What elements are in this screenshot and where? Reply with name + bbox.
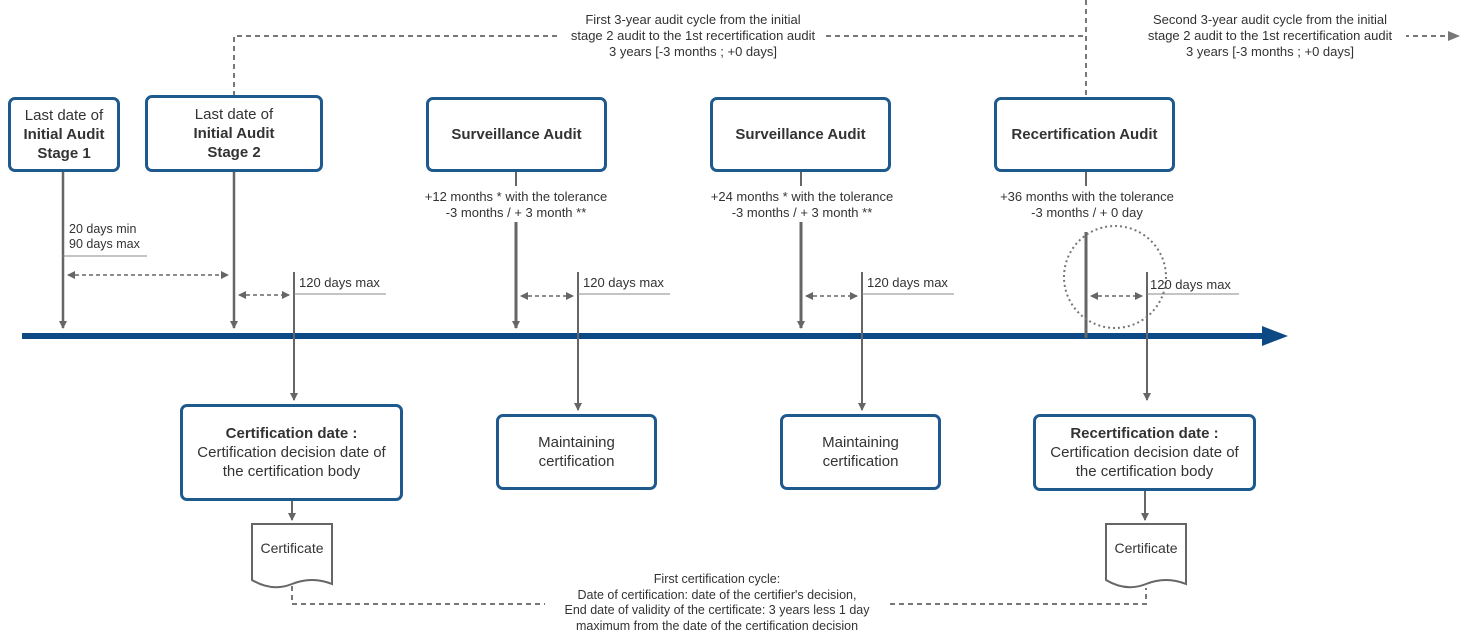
maint1-line2: certification [538,453,615,470]
tolerance2-label: +24 months * with the tolerance -3 month… [697,189,907,221]
certificate1-shape [251,523,333,589]
certificate1-label: Certificate [260,540,324,556]
surv1-title: Surveillance Audit [451,126,582,143]
cert-date-line1: Certification decision date of [197,444,386,461]
tolerance3-line2: -3 months / + 0 day [1031,205,1143,220]
recert-highlight-circle [1063,225,1167,329]
surv2-title: Surveillance Audit [735,126,866,143]
cycle2-line2: stage 2 audit to the 1st recertification… [1147,28,1393,43]
stage2-line3: Stage 2 [207,144,261,161]
tolerance2-line1: +24 months * with the tolerance [710,189,894,204]
tolerance2-line2: -3 months / + 3 month ** [731,205,873,220]
cert-date-line2: the certification body [222,463,361,480]
maint2-box: Maintaining certification [780,414,941,490]
max120-c-label: 120 days max [867,275,948,290]
cycle1-arrow [233,35,1086,96]
tolerance3-label: +36 months with the tolerance -3 months … [982,189,1192,221]
cycle2-line3: 3 years [-3 months ; +0 days] [1186,44,1354,59]
stage2-line2: Initial Audit [193,125,275,142]
first-cycle-connector-right [890,588,1147,605]
first-cycle-connector [291,586,545,605]
surv1-box: Surveillance Audit [426,97,607,172]
days-max-text: 90 days max [69,237,140,251]
maint1-box: Maintaining certification [496,414,657,490]
stage1-line3: Stage 1 [37,145,91,162]
recert-title: Recertification Audit [1011,126,1158,143]
cycle2-arrowhead [1448,31,1460,41]
surv2-box: Surveillance Audit [710,97,891,172]
tolerance1-line1: +12 months * with the tolerance [424,189,608,204]
cycle1-line1: First 3-year audit cycle from the initia… [585,12,801,27]
cycle1-label: First 3-year audit cycle from the initia… [560,12,826,60]
stage1-line2: Initial Audit [23,126,105,143]
tolerance1-label: +12 months * with the tolerance -3 month… [411,189,621,221]
certificate2-shape [1105,523,1187,589]
cert-date-box: Certification date : Certification decis… [180,404,403,501]
first-cycle-line2: Date of certification: date of the certi… [577,587,857,602]
maint2-line1: Maintaining [822,434,899,451]
maint2-line2: certification [822,453,899,470]
max120-b-label: 120 days max [583,275,664,290]
cycle2-label: Second 3-year audit cycle from the initi… [1134,12,1406,60]
cycle2-line1: Second 3-year audit cycle from the initi… [1152,12,1388,27]
first-cycle-line4: maximum from the date of the certificati… [575,618,859,633]
timeline-axis [22,326,1288,346]
first-cycle-line1: First certification cycle: [653,572,781,586]
stage1-line1: Last date of [24,107,104,124]
first-cycle-note: First certification cycle: Date of certi… [540,572,894,634]
recert-date-title: Recertification date : [1070,425,1219,442]
max120-a-label: 120 days max [299,275,380,290]
cycle1-line2: stage 2 audit to the 1st recertification… [570,28,816,43]
stage1-box: Last date of Initial Audit Stage 1 [8,97,120,172]
days-min-text: 20 days min [69,222,137,236]
days-range-label: 20 days min 90 days max [69,222,140,252]
recert-date-line2: the certification body [1075,463,1214,480]
stage2-box: Last date of Initial Audit Stage 2 [145,95,323,172]
recert-date-line1: Certification decision date of [1050,444,1239,461]
certificate2-label: Certificate [1114,540,1178,556]
stage2-line1: Last date of [194,106,274,123]
cert-date-title: Certification date : [225,425,358,442]
tolerance1-line2: -3 months / + 3 month ** [445,205,587,220]
tolerance3-line1: +36 months with the tolerance [1000,189,1174,204]
recert-date-box: Recertification date : Certification dec… [1033,414,1256,491]
recert-box: Recertification Audit [994,97,1175,172]
maint1-line1: Maintaining [538,434,615,451]
first-cycle-line3: End date of validity of the certificate:… [564,603,870,617]
cycle1-line3: 3 years [-3 months ; +0 days] [609,44,777,59]
cycle2-arrow [1085,0,1450,96]
max120-d-label: 120 days max [1150,277,1231,292]
